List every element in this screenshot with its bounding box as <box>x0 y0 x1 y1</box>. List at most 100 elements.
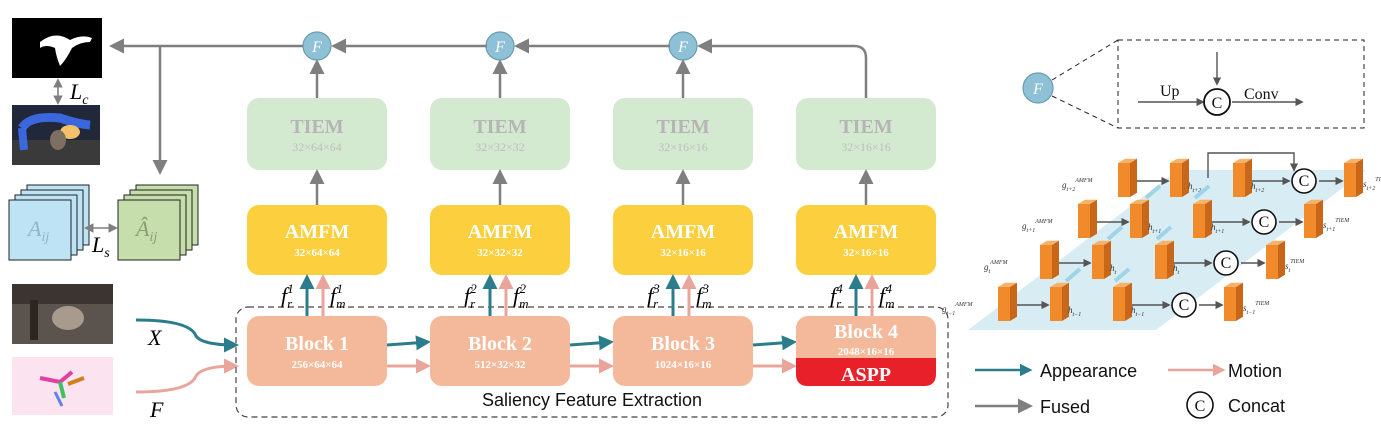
legend-appearance-label: Appearance <box>1040 361 1137 381</box>
fused-top-flow <box>109 38 868 175</box>
amfm-dims: 32×32×32 <box>477 247 523 259</box>
hb-label: ht <box>1173 263 1180 276</box>
tiem-dims: 32×64×64 <box>292 140 342 154</box>
encoder-dims: 512×32×32 <box>474 359 526 371</box>
fr-label: fr1 <box>281 281 294 311</box>
s-label: st+1TIEM <box>1323 218 1350 233</box>
hf-label: ht+1 <box>1148 222 1161 235</box>
extraction-label: Saliency Feature Extraction <box>482 390 702 410</box>
tiem-title: TIEM <box>656 116 709 138</box>
aspp-label: ASPP <box>841 364 891 386</box>
feature-cube <box>1050 282 1069 321</box>
amfm-title: AMFM <box>651 221 716 243</box>
encoder-title: Block 2 <box>468 333 532 355</box>
encoder-title: Block 3 <box>651 333 715 355</box>
encoder-block <box>430 316 570 386</box>
extraction-region <box>235 306 949 418</box>
fuse-detail-panel: C Up Conv <box>1051 39 1365 129</box>
feature-cube <box>1233 158 1252 197</box>
fuse-symbol: F <box>494 39 505 56</box>
feature-cube <box>1118 158 1137 197</box>
amfm-box <box>613 205 753 275</box>
hf-label: ht <box>1110 263 1117 276</box>
fuse-symbol: F <box>311 39 322 56</box>
s-label: st+2TIEM <box>1363 177 1381 192</box>
fr-label: fr3 <box>647 281 660 311</box>
legend-fused-label: Fused <box>1040 397 1090 417</box>
svg-text:C: C <box>1259 214 1270 231</box>
encoder-dims: 256×64×64 <box>291 359 343 371</box>
feature-cube <box>1344 158 1363 197</box>
rgb-input-image <box>12 284 113 344</box>
tiem-dims: 32×32×32 <box>475 140 525 154</box>
tiem-dims: 32×16×16 <box>658 140 708 154</box>
aij-label: Aij <box>26 216 49 245</box>
tiem-dims: 32×16×16 <box>841 140 891 154</box>
hb-label: ht−1 <box>1131 305 1144 318</box>
feature-cube <box>1092 240 1111 279</box>
feature-cube <box>1155 240 1174 279</box>
legend-concat-icon <box>1186 391 1214 419</box>
loss-s-label: Ls <box>91 232 110 261</box>
block-appearance-arrow <box>569 335 614 351</box>
fm-label: fm4 <box>879 281 895 311</box>
amfm-dims: 32×16×16 <box>660 247 706 259</box>
tiem-title: TIEM <box>473 116 526 138</box>
g-label: gt+2AMFM <box>1062 178 1094 193</box>
motion-input-arrow <box>135 358 239 394</box>
fr-label: fr2 <box>464 281 477 311</box>
fuse-detail-up: Up <box>1160 83 1180 100</box>
svg-text:F: F <box>1032 81 1043 98</box>
legend-motion-label: Motion <box>1228 361 1282 381</box>
saliency-output-image <box>12 18 102 78</box>
legend-concat-label: Concat <box>1228 396 1285 416</box>
svg-text:C: C <box>1195 398 1206 415</box>
encoder-title: Block 1 <box>285 333 349 355</box>
fuse-detail-icon: F <box>1022 72 1054 104</box>
feature-cube <box>1040 240 1059 279</box>
hb-label: ht+2 <box>1251 181 1264 194</box>
fm-label: fm1 <box>330 281 346 311</box>
g-label: gtAMFM <box>984 260 1009 275</box>
encoder-dims: 2048×16×16 <box>838 346 895 358</box>
optical-flow-image <box>12 357 113 415</box>
encoder-dims: 1024×16×16 <box>655 359 712 371</box>
feature-cube <box>1130 199 1149 238</box>
attention-overlay-image <box>12 105 100 165</box>
g-label: gt+1AMFM <box>1022 219 1054 234</box>
concat-icon <box>1251 209 1277 235</box>
hf-label: ht−1 <box>1068 305 1081 318</box>
legend: Appearance Motion Fused C Concat <box>975 361 1285 419</box>
block-appearance-arrow <box>386 335 431 351</box>
svg-text:C: C <box>1299 173 1310 190</box>
amfm-box <box>796 205 936 275</box>
tiem-title: TIEM <box>290 116 343 138</box>
s-label: st−1TIEM <box>1243 301 1270 316</box>
feature-cube <box>1224 282 1243 321</box>
tiem-box <box>613 98 753 170</box>
appearance-input-arrow <box>135 318 239 353</box>
block-appearance-arrow <box>752 335 797 351</box>
svg-text:C: C <box>1221 255 1232 272</box>
amfm-title: AMFM <box>834 221 899 243</box>
amfm-box <box>430 205 570 275</box>
encoder-block <box>613 316 753 386</box>
tiem-detail-diagram: gt+2AMFMCht+2ht+2st+2TIEMgt+1AMFMCht+1ht… <box>942 152 1381 330</box>
feature-cube <box>1170 158 1189 197</box>
hb-label: ht+1 <box>1211 222 1224 235</box>
concat-icon <box>1213 250 1239 276</box>
input-x-label: X <box>147 325 163 350</box>
feature-cube <box>1193 199 1212 238</box>
attention-map-stack: Aij <box>8 184 90 261</box>
amfm-box <box>247 205 387 275</box>
amfm-dims: 32×64×64 <box>294 247 340 259</box>
fuse-symbol: F <box>677 39 688 56</box>
loss-c-label: Lc <box>69 79 89 108</box>
feature-cube <box>998 282 1017 321</box>
feature-cube <box>1078 199 1097 238</box>
feature-cube <box>1266 240 1285 279</box>
